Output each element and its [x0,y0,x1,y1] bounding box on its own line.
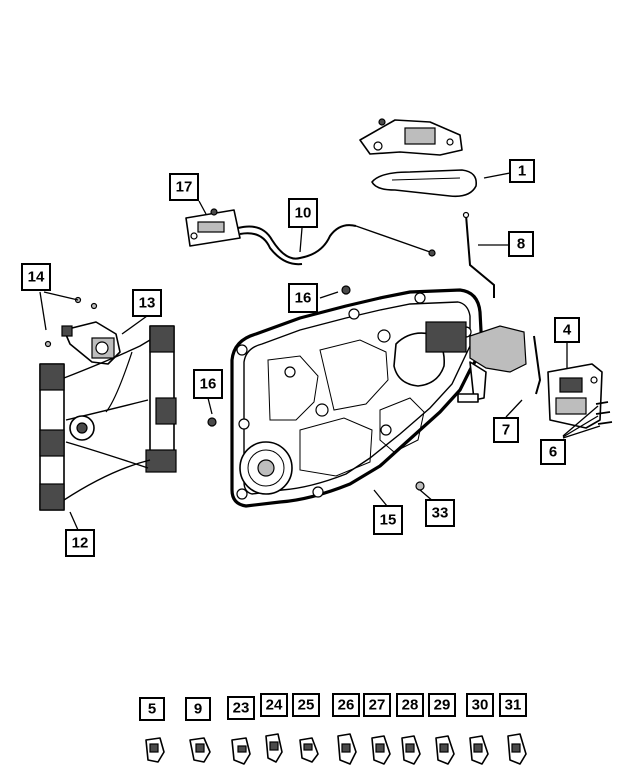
callout-31: 31 [499,693,527,717]
door-module-panel [230,288,527,508]
door-latch [547,363,603,429]
callout-label: 31 [505,697,522,714]
callout-16-lower: 16 [193,369,223,399]
callout-label: 7 [502,422,510,439]
callout-4: 4 [554,317,580,343]
window-regulator [39,325,177,511]
callout-label: 25 [298,697,315,714]
callout-30: 30 [466,693,494,717]
inside-handle [185,208,241,247]
motor-screws [44,296,98,348]
callout-label: 24 [266,697,283,714]
callout-27: 27 [363,693,391,717]
callout-7: 7 [493,417,519,443]
callout-25: 25 [292,693,320,717]
callout-17: 17 [169,173,199,201]
small-parts-row [145,733,527,765]
clip [415,481,425,491]
callout-label: 5 [148,701,156,718]
small-rod [533,335,542,395]
callout-label: 26 [338,697,355,714]
part-29-icon [435,735,455,765]
callout-9: 9 [185,697,211,721]
part-28-icon [401,735,421,765]
exterior-handle-bracket [359,118,463,156]
callout-label: 15 [380,512,397,529]
callout-label: 12 [72,535,89,552]
callout-label: 29 [434,697,451,714]
callout-6: 6 [540,439,566,465]
callout-14: 14 [21,263,51,291]
latch-rod [462,211,495,298]
callout-16-upper: 16 [288,283,318,313]
callout-15: 15 [373,505,403,535]
callout-label: 13 [139,295,156,312]
part-27-icon [371,735,391,765]
part-24-icon [265,733,283,763]
part-31-icon [507,733,527,765]
callout-label: 23 [233,700,250,717]
callout-label: 17 [176,179,193,196]
callout-28: 28 [396,693,424,717]
part-30-icon [469,735,489,765]
callout-label: 4 [563,322,572,339]
fastener-upper [341,285,351,295]
callout-label: 33 [432,505,449,522]
callout-label: 30 [472,697,489,714]
callout-12: 12 [65,529,95,557]
callout-24: 24 [260,693,288,717]
callout-5: 5 [139,697,165,721]
callout-label: 9 [194,701,202,718]
callout-label: 16 [295,290,312,307]
callout-label: 6 [549,444,557,461]
callout-10: 10 [288,198,318,228]
callout-label: 10 [295,205,312,222]
callout-1: 1 [509,159,535,183]
callout-8: 8 [508,231,534,257]
window-motor [61,321,121,365]
callout-label: 16 [200,376,217,393]
exterior-handle [371,169,478,198]
part-5-icon [145,737,165,763]
callout-33: 33 [425,499,455,527]
callout-26: 26 [332,693,360,717]
handle-cable [237,224,436,266]
callout-label: 28 [402,697,419,714]
latch-screws [595,401,613,425]
callout-label: 14 [28,269,45,286]
callout-29: 29 [428,693,456,717]
part-26-icon [337,733,357,765]
fastener-lower [207,417,217,427]
callout-label: 8 [517,236,525,253]
callout-23: 23 [227,696,255,720]
callout-label: 1 [518,163,526,180]
part-23-icon [231,737,251,765]
part-25-icon [299,737,319,763]
leader-lines [39,172,601,531]
callout-label: 27 [369,697,386,714]
part-9-icon [189,737,211,763]
callout-13: 13 [132,289,162,317]
